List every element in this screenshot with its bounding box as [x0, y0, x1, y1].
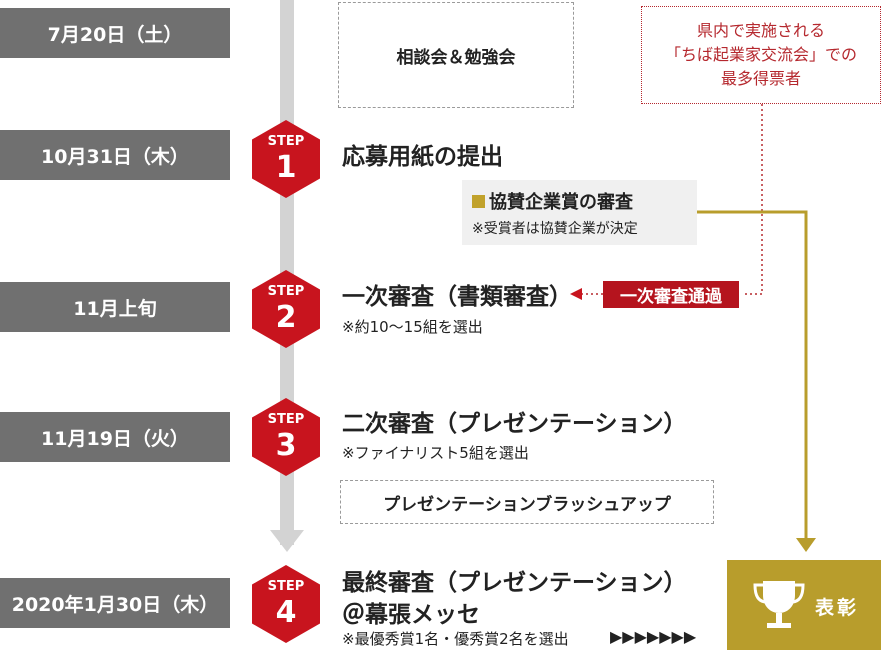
sponsor-title: 協賛企業賞の審査	[489, 192, 633, 213]
sponsor-award-box: 協賛企業賞の審査 ※受賞者は協賛企業が決定	[462, 180, 697, 245]
brushup-box: プレゼンテーションブラッシュアップ	[340, 480, 714, 524]
step-1-hexagon: STEP 1	[252, 120, 320, 198]
step-4-title: 最終審査（プレゼンテーション）	[342, 570, 687, 596]
step-1-title: 応募用紙の提出	[342, 144, 503, 170]
gold-square-icon	[472, 195, 485, 208]
expo-line-1: 県内で実施される	[696, 21, 825, 40]
date-label-5: 2020年1月30日（木）	[0, 578, 230, 628]
date-label-1: 7月20日（土）	[0, 8, 230, 58]
arrow-triangles: ▶▶▶▶▶▶▶	[610, 627, 697, 646]
timeline-arrow	[270, 530, 304, 552]
date-label-2: 10月31日（木）	[0, 130, 230, 180]
step-2-hexagon: STEP 2	[252, 270, 320, 348]
step-3-hexagon: STEP 3	[252, 398, 320, 476]
step-4-hexagon: STEP 4	[252, 565, 320, 643]
step-4-note: ※最優秀賞1名・優秀賞2名を選出	[342, 630, 569, 648]
step-2-title: 一次審査（書類審査）	[342, 284, 572, 310]
award-box: 表彰	[727, 560, 881, 650]
expo-line-3: 最多得票者	[720, 69, 801, 88]
step-3-title: 二次審査（プレゼンテーション）	[342, 411, 687, 437]
consult-box: 相談会＆勉強会	[338, 2, 574, 108]
step-3-note: ※ファイナリスト5組を選出	[342, 444, 529, 462]
date-label-4: 11月19日（火）	[0, 412, 230, 462]
step-2-note: ※約10〜15組を選出	[342, 318, 483, 336]
pass-badge: 一次審査通過	[603, 281, 739, 308]
date-label-3: 11月上旬	[0, 282, 230, 332]
sponsor-sub: ※受賞者は協賛企業が決定	[472, 221, 638, 237]
expo-box: 県内で実施される 「ちば起業家交流会」での 最多得票者	[641, 6, 881, 104]
award-label: 表彰	[815, 597, 860, 619]
step-4-title-2: ＠幕張メッセ	[342, 602, 480, 628]
expo-line-2: 「ちば起業家交流会」での	[664, 45, 857, 64]
trophy-icon	[753, 581, 805, 628]
